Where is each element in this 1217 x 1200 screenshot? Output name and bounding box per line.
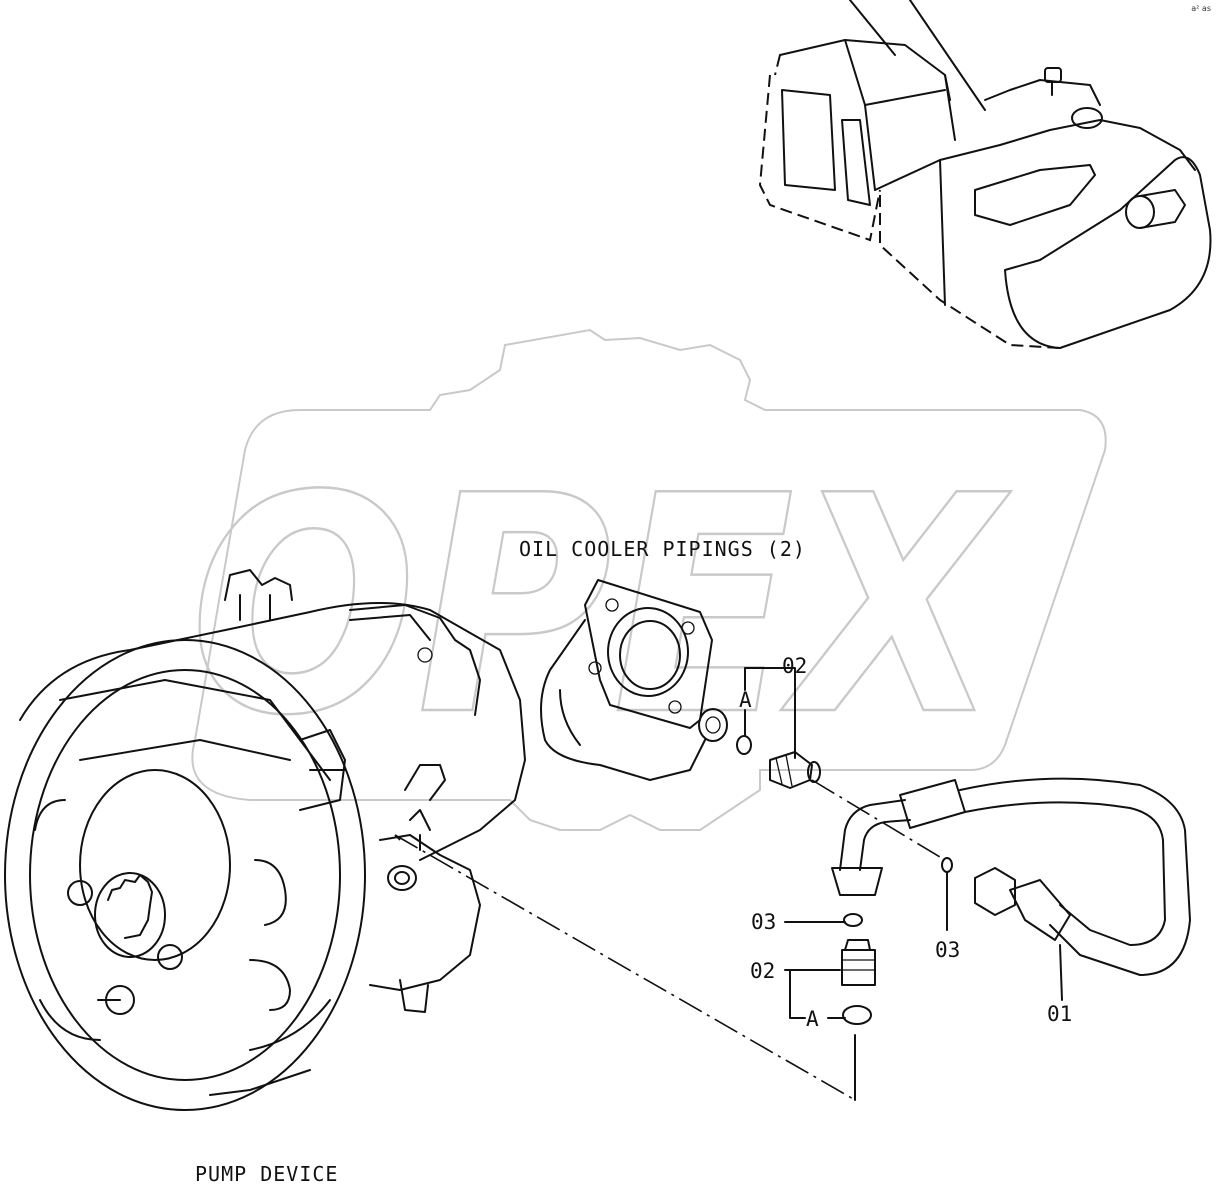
callout-02-left: 02 (750, 959, 776, 983)
loose-parts (841, 913, 876, 1025)
callout-a-top: A (739, 688, 752, 712)
pump-device-drawing (4, 569, 526, 1111)
corner-code: a² as (1191, 4, 1211, 13)
watermark-gear (191, 328, 1107, 831)
callout-a-left: A (806, 1007, 819, 1031)
callout-03-right: 03 (935, 938, 961, 962)
diagram-title: OIL COOLER PIPINGS (2) (519, 537, 806, 561)
callout-03-left: 03 (751, 910, 777, 934)
callout-02-top: 02 (782, 654, 808, 678)
excavator-locator (758, 0, 1212, 349)
opex-watermark: OPEX (189, 328, 1107, 831)
hose-assembly (831, 777, 1191, 976)
pump-device-label: PUMP DEVICE (195, 1162, 339, 1186)
leader-lines (394, 667, 1063, 1101)
callout-01: 01 (1047, 1002, 1073, 1026)
elbow-flange (540, 579, 728, 781)
watermark-text: OPEX (190, 432, 1011, 781)
